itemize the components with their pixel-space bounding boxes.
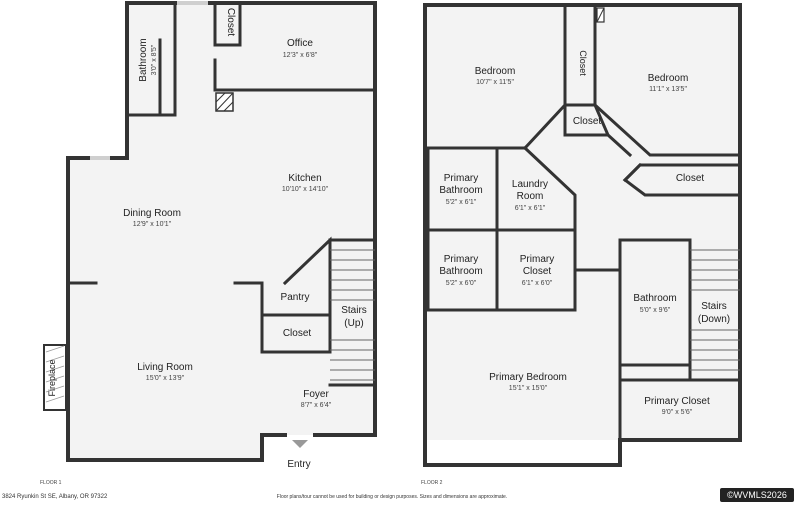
room-dimension: 15'1" x 15'0" — [509, 385, 548, 392]
entry-arrow-icon — [292, 440, 308, 448]
room-name: Bathroom — [439, 266, 482, 277]
room-name: Bathroom — [439, 185, 482, 196]
property-address: 3824 Ryunkin St SE, Albany, OR 97322 — [2, 494, 108, 500]
room-name: (Down) — [698, 314, 730, 325]
room-dimension: 10'10" x 14'10" — [282, 186, 329, 193]
room-dimension: 8'7" x 6'4" — [301, 402, 332, 409]
room-name: Closet — [283, 328, 312, 339]
room-name: Pantry — [281, 292, 310, 303]
floor-2-label: FLOOR 2 — [421, 480, 443, 486]
disclaimer-text: Floor plans/tour cannot be used for buil… — [277, 494, 507, 500]
room-dimension: 12'9" x 10'1" — [133, 221, 172, 228]
room-name: Closet — [523, 266, 552, 277]
stairs-up-treads — [330, 249, 375, 381]
room-name: Foyer — [303, 389, 329, 400]
room-name: Stairs — [701, 301, 727, 312]
room-name: Primary — [444, 173, 478, 184]
room-name: Closet — [578, 50, 588, 76]
room-name: (Up) — [344, 318, 363, 329]
room-name: Closet — [573, 116, 602, 127]
stairs-down-treads — [690, 249, 740, 371]
room-name: Living Room — [137, 362, 193, 373]
room-dimension: 12'3" x 6'8" — [283, 52, 318, 59]
room-name: Primary Bedroom — [489, 372, 567, 383]
room-name: Primary — [444, 254, 478, 265]
room-name: Stairs — [341, 305, 367, 316]
floor-1-plan: Bathroom 3'0" x 8'5" Closet Office 12'3"… — [40, 1, 377, 486]
floor-1-label: FLOOR 1 — [40, 480, 62, 486]
floor-2-plan: Bedroom 10'7" x 11'5" Closet Bedroom 11'… — [421, 3, 742, 486]
room-name: Primary — [520, 254, 554, 265]
room-dimension: 11'1" x 13'5" — [649, 86, 687, 93]
room-dimension: 5'2" x 6'1" — [446, 199, 477, 206]
copyright-badge: ©WVMLS2026 — [720, 488, 794, 502]
room-name: Dining Room — [123, 208, 181, 219]
room-name: Bathroom — [138, 38, 149, 81]
room-name: Bedroom — [648, 73, 689, 84]
room-name: Office — [287, 38, 313, 49]
room-name: Room — [517, 191, 544, 202]
room-name: Bedroom — [475, 66, 516, 77]
room-name: Closet — [225, 8, 236, 37]
room-dimension: 3'0" x 8'5" — [151, 44, 158, 75]
room-name: Bathroom — [633, 293, 676, 304]
room-name: Fireplace — [47, 359, 57, 396]
room-dimension: 5'2" x 6'0" — [446, 280, 477, 287]
room-dimension: 15'0" x 13'9" — [146, 375, 185, 382]
room-dimension: 10'7" x 11'5" — [476, 79, 514, 86]
room-name: Kitchen — [288, 173, 321, 184]
room-dimension: 5'0" x 9'6" — [640, 307, 671, 314]
entry-label: Entry — [287, 459, 310, 470]
room-dimension: 9'0" x 5'6" — [662, 409, 693, 416]
room-name: Closet — [676, 173, 705, 184]
room-dimension: 6'1" x 6'1" — [515, 205, 546, 212]
room-name: Primary Closet — [644, 396, 710, 407]
room-dimension: 6'1" x 6'0" — [522, 280, 553, 287]
room-name: Laundry — [512, 179, 548, 190]
